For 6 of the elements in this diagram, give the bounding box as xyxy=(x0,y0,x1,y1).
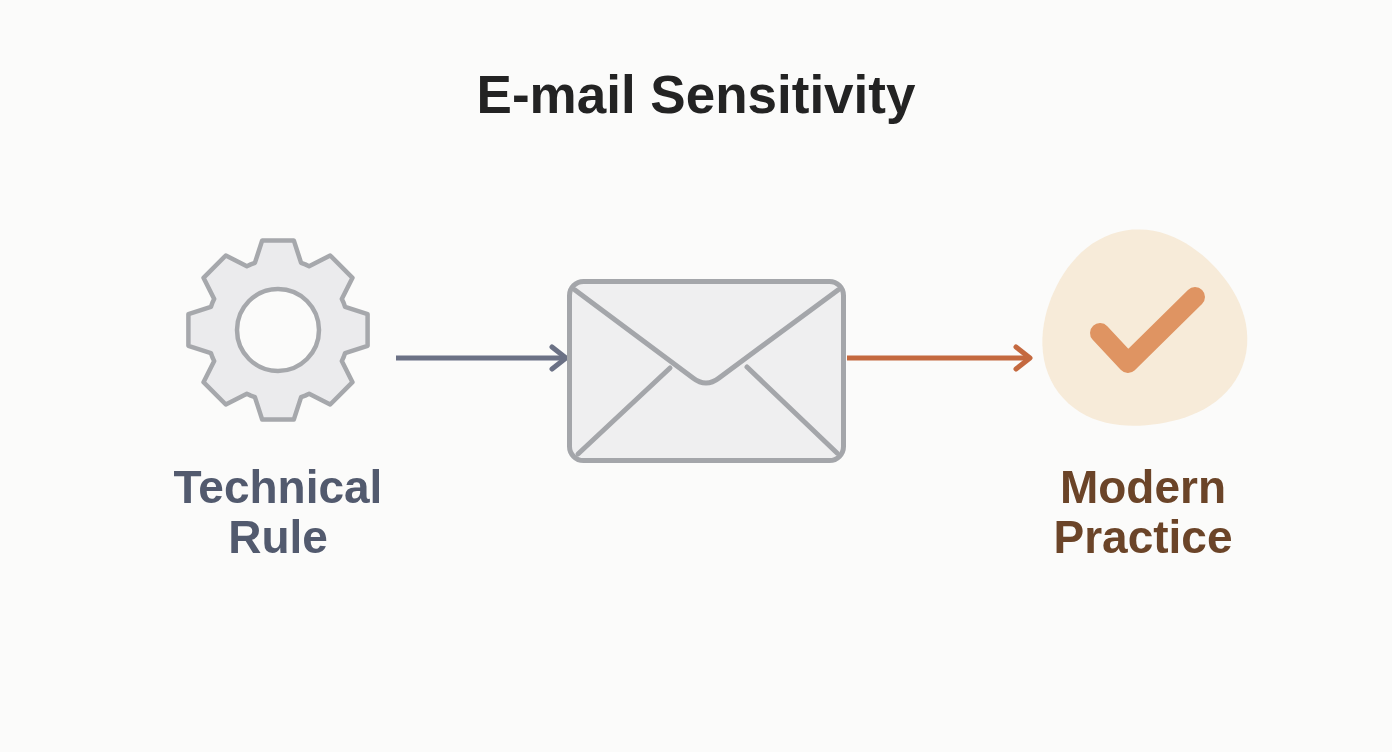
arrow xyxy=(396,344,569,372)
node-label: Modern Practice xyxy=(1052,462,1234,562)
node-label: Technical Rule xyxy=(172,462,384,562)
diagram-title: E-mail Sensitivity xyxy=(476,64,916,126)
envelope-icon xyxy=(566,278,847,464)
arrow xyxy=(847,344,1033,372)
